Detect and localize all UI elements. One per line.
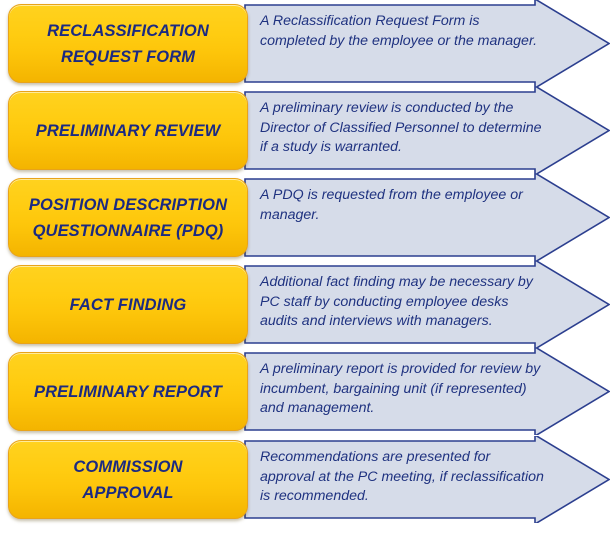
step-title-5: PRELIMINARY REPORT [34,382,222,401]
step-arrow-3: A PDQ is requested from the employee or … [244,174,610,261]
step-title-2: PRELIMINARY REVIEW [35,121,221,140]
step-title-4: FACT FINDING [69,295,187,314]
arrow-shape-icon [244,348,610,435]
arrow-shape-icon [244,436,610,523]
process-step-row: FACT FINDING Additional fact finding may… [0,261,612,348]
step-arrow-2: A preliminary review is conducted by the… [244,87,610,174]
process-step-row: COMMISSION APPROVAL Recommendations are … [0,436,612,523]
step-arrow-1: A Reclassification Request Form is compl… [244,0,610,87]
step-title-1: RECLASSIFICATION REQUEST FORM [47,21,209,66]
arrow-shape-icon [244,261,610,348]
step-description-6: Recommendations are presented for approv… [260,449,544,504]
step-box-2[interactable]: PRELIMINARY REVIEW [8,91,248,170]
process-step-row: PRELIMINARY REPORT A preliminary report … [0,348,612,435]
arrow-shape-icon [244,0,610,87]
step-box-3[interactable]: POSITION DESCRIPTION QUESTIONNAIRE (PDQ) [8,178,248,257]
step-arrow-6: Recommendations are presented for approv… [244,436,610,523]
step-box-6[interactable]: COMMISSION APPROVAL [8,440,248,519]
step-description-4: Additional fact finding may be necessary… [260,274,533,329]
process-step-row: RECLASSIFICATION REQUEST FORM A Reclassi… [0,0,612,87]
step-description-1: A Reclassification Request Form is compl… [260,13,538,49]
step-arrow-5: A preliminary report is provided for rev… [244,348,610,435]
step-description-3: A PDQ is requested from the employee or … [260,187,523,223]
process-step-row: POSITION DESCRIPTION QUESTIONNAIRE (PDQ)… [0,174,612,261]
arrow-shape-icon [244,87,610,174]
arrow-shape-icon [244,174,610,261]
step-title-3: POSITION DESCRIPTION QUESTIONNAIRE (PDQ) [28,195,228,240]
process-step-row: PRELIMINARY REVIEW A preliminary review … [0,87,612,174]
step-arrow-4: Additional fact finding may be necessary… [244,261,610,348]
step-description-5: A preliminary report is provided for rev… [260,361,541,416]
step-description-2: A preliminary review is conducted by the… [260,100,542,155]
step-title-6: COMMISSION APPROVAL [73,457,183,502]
step-box-4[interactable]: FACT FINDING [8,265,248,344]
step-box-5[interactable]: PRELIMINARY REPORT [8,352,248,431]
step-box-1[interactable]: RECLASSIFICATION REQUEST FORM [8,4,248,83]
